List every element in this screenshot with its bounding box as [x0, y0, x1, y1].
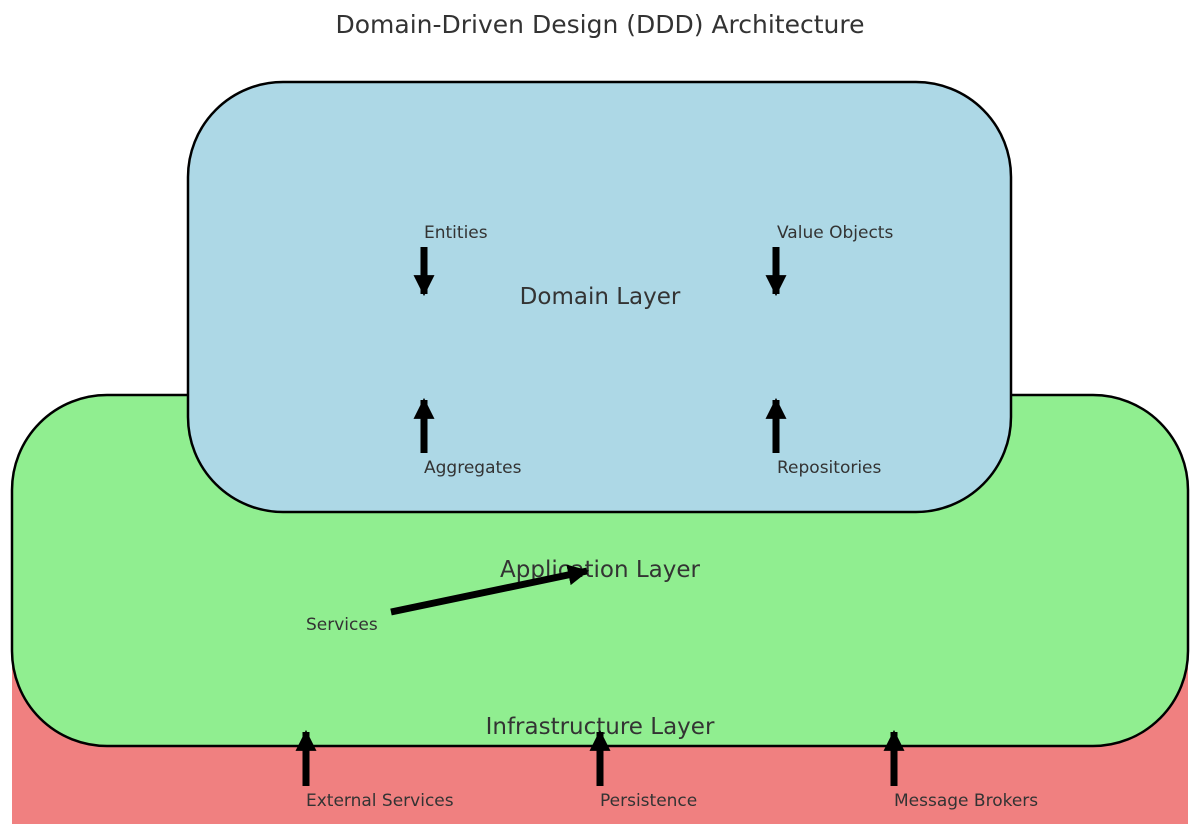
services-label: Services	[306, 615, 378, 635]
application-layer-label: Application Layer	[500, 557, 700, 583]
domain-layer-box	[186, 80, 1013, 514]
domain-layer-label: Domain Layer	[520, 284, 681, 310]
value-objects-label: Value Objects	[777, 223, 893, 243]
entities-label: Entities	[424, 223, 488, 243]
services-arrow	[390, 564, 590, 616]
repositories-label: Repositories	[777, 458, 882, 478]
aggregates-label: Aggregates	[424, 458, 522, 478]
external-services-label: External Services	[306, 791, 454, 811]
persistence-label: Persistence	[600, 791, 697, 811]
diagram-title: Domain-Driven Design (DDD) Architecture	[336, 10, 865, 39]
message-brokers-label: Message Brokers	[894, 791, 1038, 811]
